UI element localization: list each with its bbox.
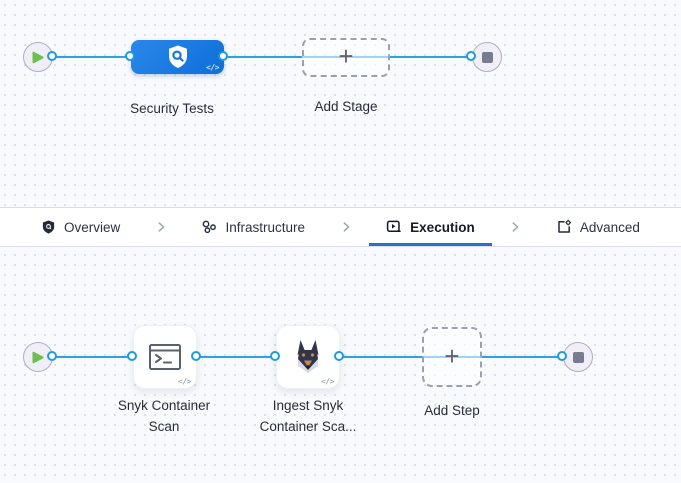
add-stage-button[interactable]: + — [302, 38, 390, 77]
flow-connector[interactable] — [466, 51, 476, 61]
step-label-line1: Ingest Snyk — [272, 398, 344, 413]
shield-icon — [42, 220, 55, 234]
add-step-button[interactable]: + — [422, 327, 482, 387]
stop-icon — [481, 51, 493, 63]
stage-label: Security Tests — [130, 101, 214, 116]
pipeline-studio-tabbar: Overview Infrastructure Execution — [0, 207, 681, 247]
template-gear-icon — [558, 219, 571, 233]
flow-connector[interactable] — [47, 51, 57, 61]
play-window-icon — [387, 220, 401, 232]
step-label-line2: Container Sca... — [259, 419, 357, 434]
flow-connector[interactable] — [127, 351, 137, 361]
infrastructure-nodes-icon — [203, 220, 217, 234]
stop-icon — [572, 351, 584, 363]
play-icon — [32, 51, 44, 63]
tab-advanced[interactable]: Advanced — [539, 208, 657, 246]
step-label-line2: Scan — [148, 419, 180, 434]
add-stage-label: Add Stage — [314, 99, 378, 114]
add-step-label: Add Step — [424, 403, 480, 418]
terminal-icon — [149, 344, 181, 370]
chevron-right-icon — [154, 208, 168, 246]
code-badge: </> — [321, 377, 334, 386]
flow-connector[interactable] — [47, 351, 57, 361]
plus-icon: + — [338, 41, 354, 71]
code-badge: </> — [206, 63, 219, 72]
stage-end-node[interactable] — [472, 42, 502, 72]
tab-label: Infrastructure — [225, 219, 305, 235]
step-label: Snyk Container Scan — [94, 395, 234, 437]
code-badge: </> — [178, 377, 191, 386]
chevron-right-icon — [339, 208, 353, 246]
step-node-snyk-container-scan[interactable]: </> — [133, 325, 197, 389]
doberman-icon — [297, 340, 319, 373]
flow-connector[interactable] — [557, 351, 567, 361]
flow-connector[interactable] — [191, 351, 201, 361]
tab-execution[interactable]: Execution — [369, 208, 492, 246]
tab-label: Overview — [64, 219, 121, 235]
play-icon — [32, 351, 44, 363]
tab-label: Advanced — [579, 219, 640, 235]
flow-connector[interactable] — [334, 351, 344, 361]
step-label-line1: Snyk Container — [117, 398, 211, 413]
flow-connector[interactable] — [125, 51, 135, 61]
tab-label: Execution — [410, 219, 475, 235]
chevron-right-icon — [508, 208, 522, 246]
step-end-node[interactable] — [563, 342, 593, 372]
plus-icon: + — [444, 340, 460, 371]
flow-connector[interactable] — [218, 51, 228, 61]
step-label: Ingest Snyk Container Sca... — [238, 395, 378, 437]
stage-node-security-tests[interactable]: </> — [131, 40, 224, 74]
shield-scan-icon — [168, 45, 187, 68]
flow-connector[interactable] — [270, 351, 280, 361]
tab-infrastructure[interactable]: Infrastructure — [184, 208, 322, 246]
tab-overview[interactable]: Overview — [24, 208, 137, 246]
stage-flow-line — [38, 56, 487, 58]
step-node-ingest-snyk[interactable]: </> — [276, 325, 340, 389]
